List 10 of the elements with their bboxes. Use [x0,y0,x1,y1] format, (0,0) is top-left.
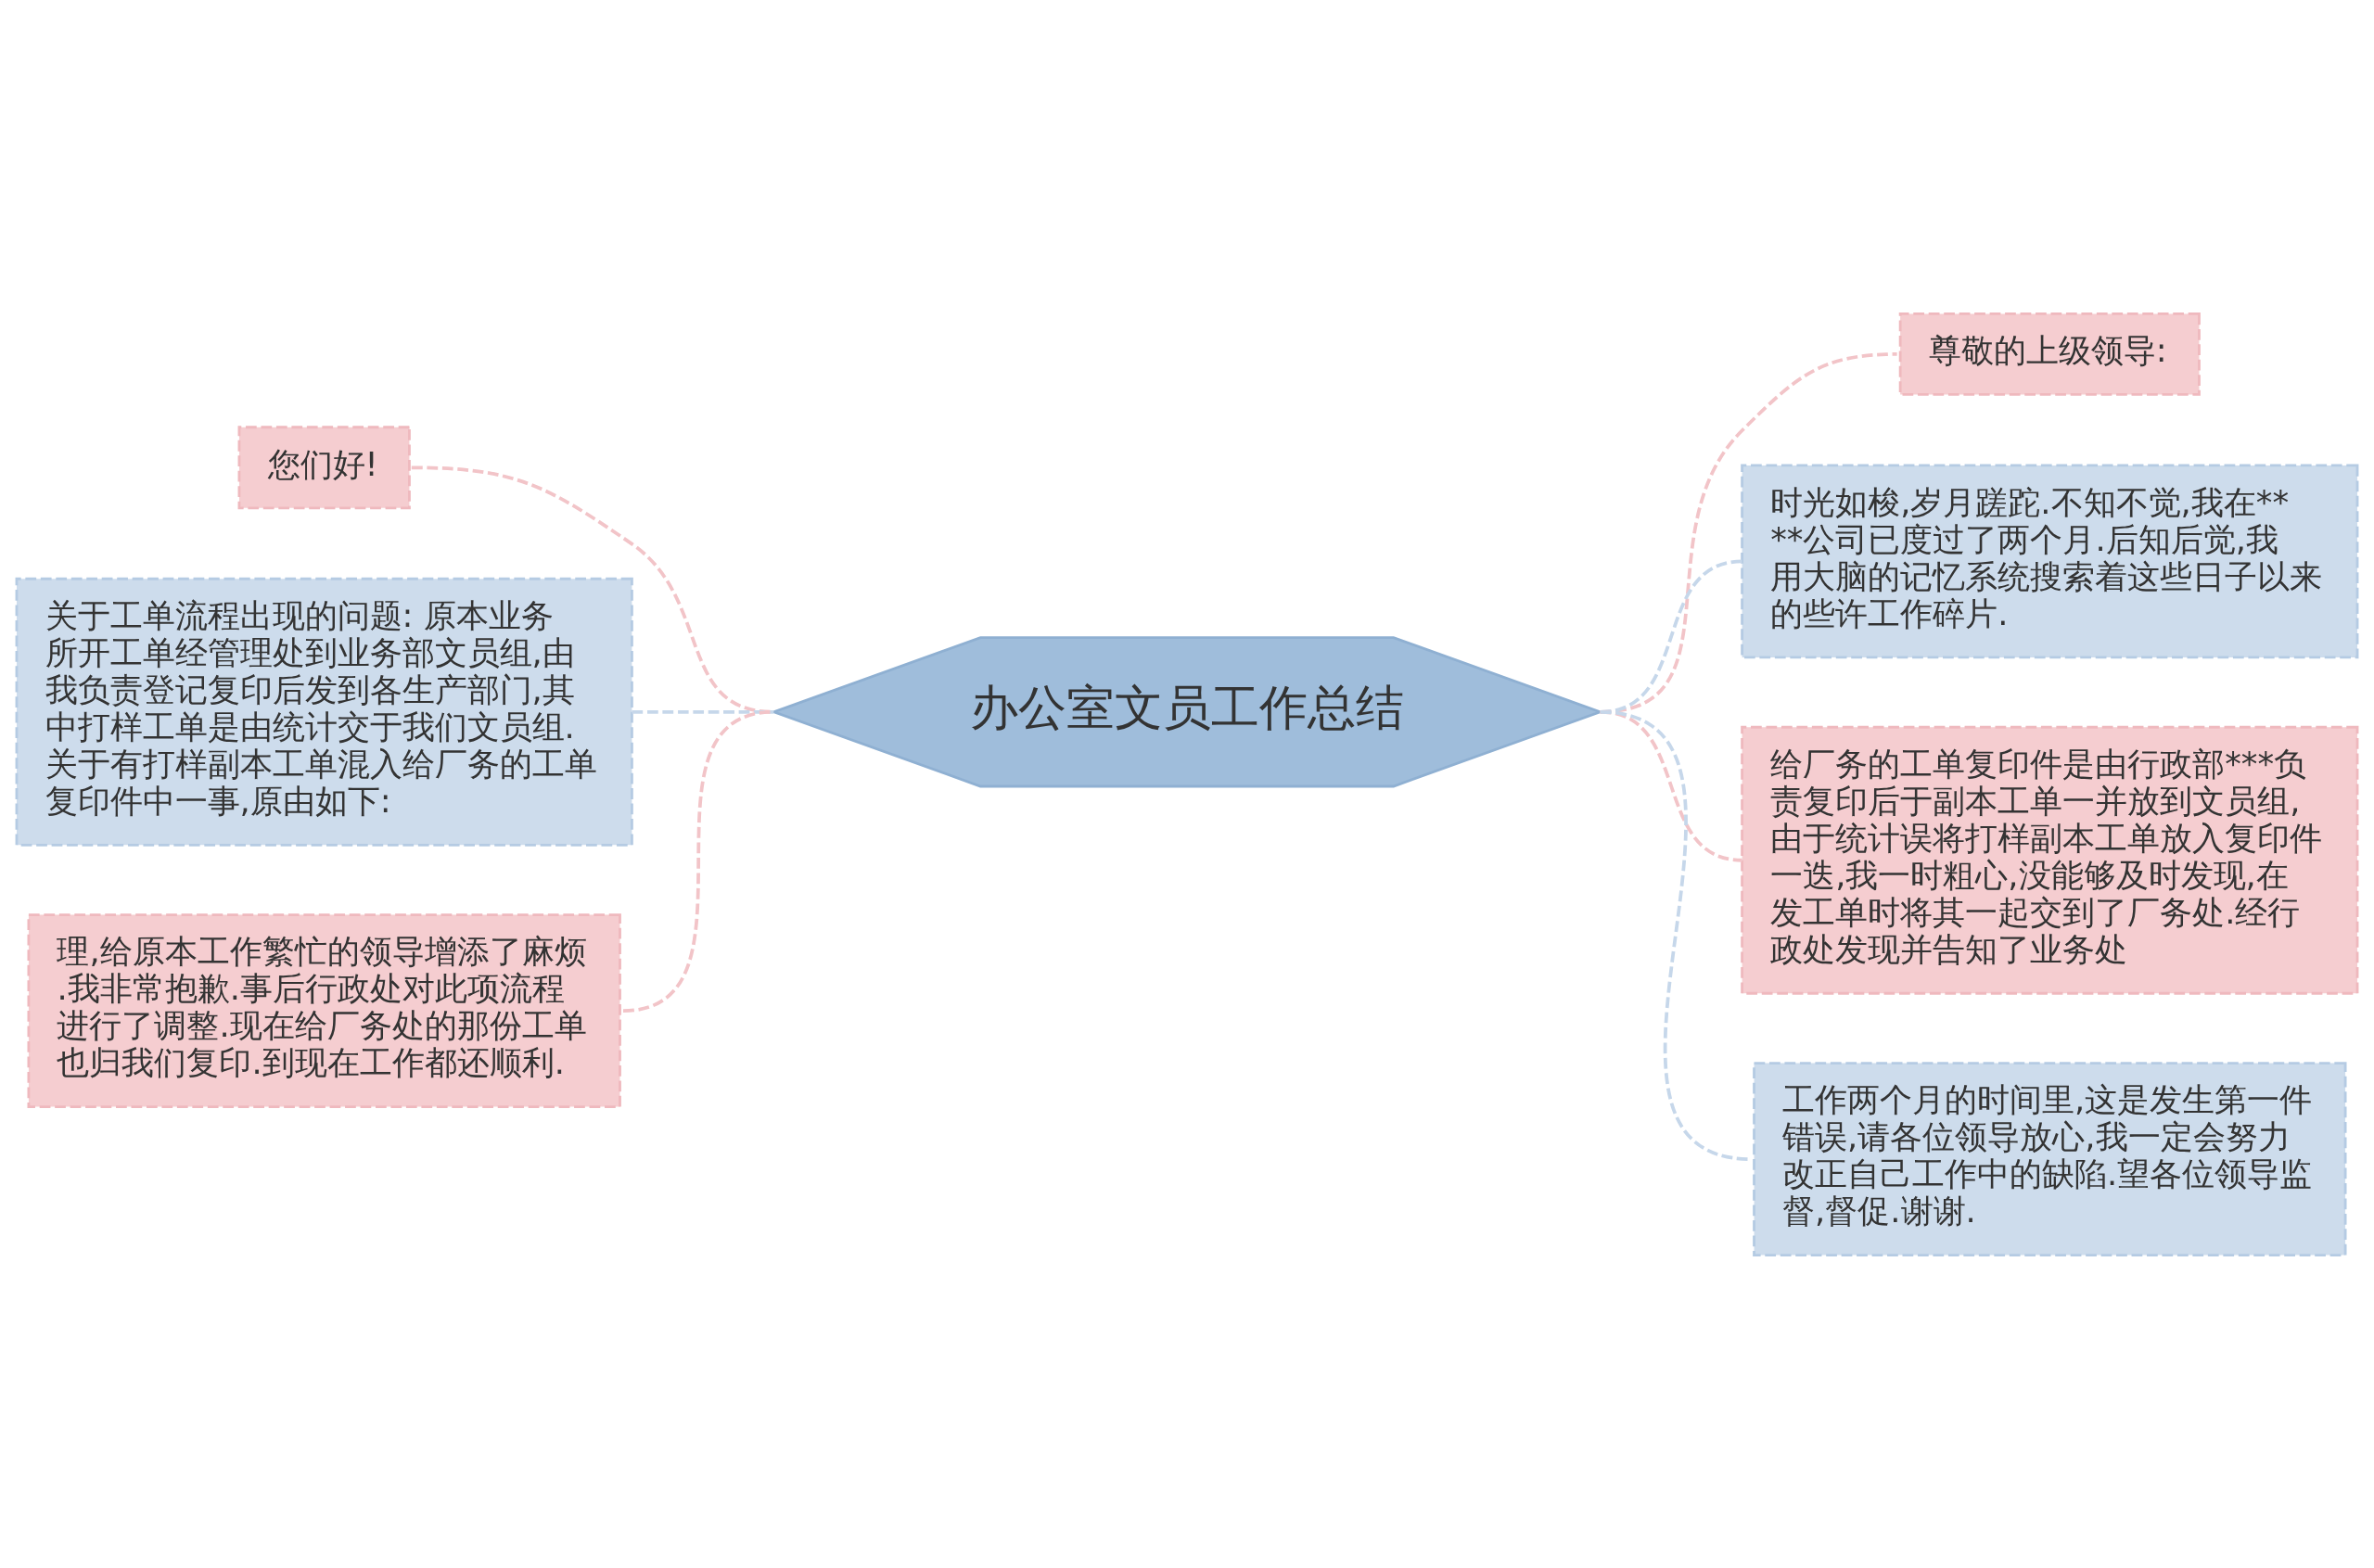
node-box: 尊敬的上级领导: [1898,312,2201,396]
node-box: 工作两个月的时间里,这是发生第一件错误,请各位领导放心,我一定会努力改正自己工作中的缺陷.望各位领导监督,督促.谢谢. [1753,1061,2347,1256]
node-box: 时光如梭,岁月蹉跎.不知不觉,我在****公司已度过了两个月.后知后觉,我用大脑的记忆系统搜索着这些日子以来的些许工作碎片. [1741,464,2359,658]
connector [632,709,774,714]
node-box: 理,给原本工作繁忙的领导增添了麻烦.我非常抱歉.事后行政处对此项流程进行了调整.现在给厂务处的那份工单也归我们复印.到现在工作都还顺利. [27,912,621,1108]
node-box: 关于工单流程出现的问题: 原本业务所开工单经管理处到业务部文员组,由我负责登记复印后发到各生产部门,其中打样工单是由统计交于我们文员组.关于有打样副本工单混入给厂务的工单复印件中一事,原由如下: [15,577,633,847]
node-box: 给厂务的工单复印件是由行政部***负责复印后于副本工单一并放到文员组,由于统计误将打样副本工单放入复印件一迭,我一时粗心,没能够及时发现,在发工单时将其一起交到了厂务处.经行政处发现并告知了业务处 [1741,725,2359,995]
node-box: 您们好! [237,425,411,509]
connector [411,465,774,714]
connector [622,709,774,1013]
